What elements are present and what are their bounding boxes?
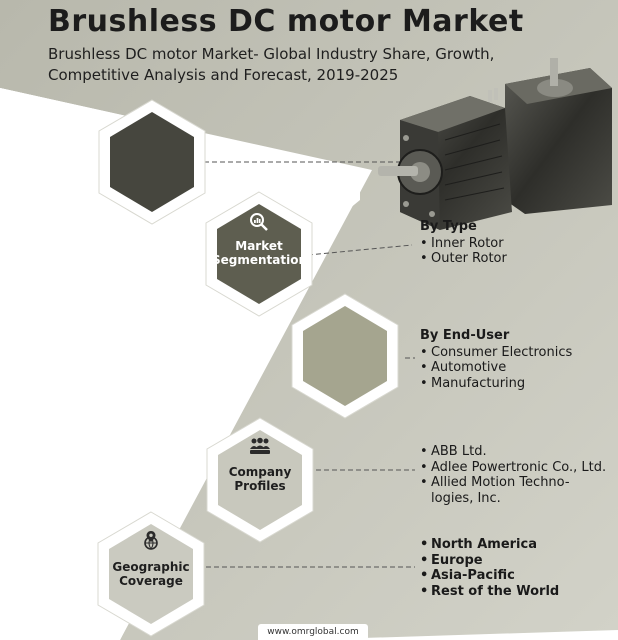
regions-group: North America Europe Asia-Pacific Rest o… [420, 537, 559, 599]
magnifier-chart-icon [250, 213, 268, 231]
list-item: Rest of the World [420, 584, 559, 600]
market-segmentation-label: Market Segmentation [212, 239, 308, 267]
companies-group: ABB Ltd. Adlee Powertronic Co., Ltd. All… [420, 444, 606, 506]
list-item: Allied Motion Techno- [420, 475, 606, 491]
list-item: Asia-Pacific [420, 568, 559, 584]
hexagon-company-profiles [218, 430, 302, 530]
label-line: Segmentation [212, 253, 308, 267]
list-item: Europe [420, 553, 559, 569]
list-item: Outer Rotor [420, 251, 507, 267]
label-line: Market [235, 239, 283, 253]
hexagon-market-segmentation [217, 204, 301, 304]
list-item: North America [420, 537, 559, 553]
by-end-user-heading: By End-User [420, 328, 510, 343]
page-subtitle: Brushless DC motor Market- Global Indust… [48, 45, 495, 84]
companies-list: ABB Ltd. Adlee Powertronic Co., Ltd. All… [420, 444, 606, 491]
list-item: ABB Ltd. [420, 444, 606, 460]
page-title: Brushless DC motor Market [48, 4, 524, 39]
geographic-coverage-label: Geographic Coverage [104, 560, 198, 588]
by-end-user-group: By End-User Consumer Electronics Automot… [420, 328, 572, 391]
by-type-group: By Type Inner Rotor Outer Rotor [420, 219, 507, 267]
list-item: Consumer Electronics [420, 345, 572, 361]
hexagon-1 [110, 112, 194, 212]
by-type-heading: By Type [420, 219, 477, 234]
label-line: Geographic [112, 560, 190, 574]
footer-url: www.omrglobal.com [258, 624, 368, 640]
list-item: Inner Rotor [420, 236, 507, 252]
by-end-user-list: Consumer Electronics Automotive Manufact… [420, 345, 572, 392]
regions-list: North America Europe Asia-Pacific Rest o… [420, 537, 559, 599]
label-line: Company [228, 465, 292, 479]
list-item: Manufacturing [420, 376, 572, 392]
label-line: Coverage [119, 574, 183, 588]
company-profiles-label: Company Profiles [213, 465, 307, 493]
list-item: Automotive [420, 360, 572, 376]
map-pin-globe-icon [144, 531, 158, 550]
hexagon-3 [303, 306, 387, 406]
list-item-continuation: logies, Inc. [431, 490, 501, 506]
label-line: Profiles [234, 479, 286, 493]
list-item: Adlee Powertronic Co., Ltd. [420, 460, 606, 476]
by-type-list: Inner Rotor Outer Rotor [420, 236, 507, 267]
hexagon-geographic-coverage [109, 524, 193, 624]
motor-illustration [378, 58, 612, 230]
people-group-icon [250, 437, 270, 454]
connector-lines [196, 161, 415, 568]
